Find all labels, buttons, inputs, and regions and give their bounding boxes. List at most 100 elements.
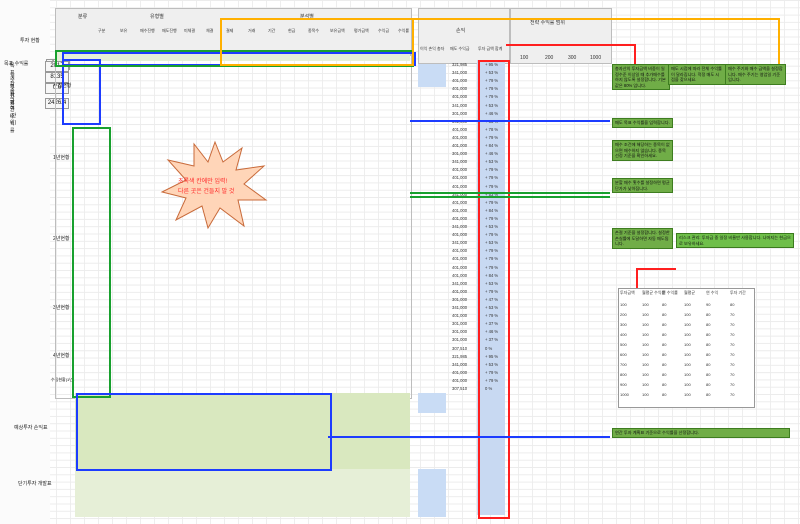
input-area-bottom[interactable] (75, 393, 410, 469)
small-table-cell: 100 (684, 312, 691, 317)
row-value: 401,000 (452, 248, 468, 254)
row-percent: + 79 % (485, 199, 499, 205)
small-table-cell: 600 (620, 352, 627, 357)
middle-sub-c: 투자 금액 합계 (478, 46, 503, 51)
metric-label: 투자 금액(만원) (10, 85, 17, 126)
small-table-cell: 100 (642, 342, 649, 347)
row-value: 401,000 (452, 199, 468, 205)
blue-line-bottom (328, 436, 610, 438)
group-header-2: 유형별 (150, 14, 164, 20)
middle-header (418, 8, 510, 64)
metric-label: 평균 수익률 (10, 100, 15, 134)
section-label-d: 3년현황 (53, 305, 70, 311)
row-value: 401,000 (452, 232, 468, 238)
row-percent: + 53 % (485, 224, 499, 229)
input-area-top[interactable] (55, 52, 410, 61)
small-table-cell: 100 (684, 322, 691, 327)
small-table-cell: 100 (684, 382, 691, 387)
metric-value-4: 2426.4 (45, 98, 69, 109)
small-table-cell: 70 (730, 362, 735, 367)
small-table-cell: 80 (662, 302, 667, 307)
red-line-drop (634, 44, 636, 68)
right-col-header: 1000 (590, 55, 602, 61)
row-value: 301,000 (452, 329, 468, 335)
small-table-cell: 100 (684, 342, 691, 347)
row-percent: + 37 % (485, 337, 499, 343)
middle-sub-b: 매도 수익금 (450, 46, 470, 51)
metric-value-3[interactable]: 0.0 (45, 83, 69, 94)
col-header: 평가금액 (354, 28, 369, 33)
row-value: 401,000 (452, 207, 468, 213)
middle-header-title: 손익 (456, 28, 466, 34)
small-table-cell: 80 (662, 332, 667, 337)
section-label-f: 수집현황(1년) (51, 377, 75, 382)
right-col-header: 300 (568, 55, 577, 61)
row-percent: + 79 % (485, 78, 499, 84)
small-table-header: 투자 기간 (730, 290, 746, 295)
red-line-lower-h (636, 268, 676, 270)
right-col-header: 200 (545, 55, 554, 61)
small-table-cell: 200 (620, 312, 627, 317)
note-1: 총자산의 투자금액 비중이 일정수준 이상일 때 추가매수를 하지 않도록 설정… (612, 64, 670, 90)
col-header: 수익금 (378, 28, 390, 33)
row-percent: + 79 % (485, 256, 499, 262)
row-percent: + 53 % (485, 159, 499, 165)
small-table-cell: 70 (730, 322, 735, 327)
orange-line (410, 18, 780, 20)
col-header: 매도진행 (162, 28, 177, 33)
small-table-cell: 400 (620, 332, 627, 337)
small-table-cell: 900 (620, 382, 627, 387)
row-value: 401,000 (452, 264, 468, 270)
small-table-cell: 80 (662, 362, 667, 367)
row-value: 341,000 (452, 224, 468, 229)
row-value: 401,000 (452, 78, 468, 84)
note-4: 매도 목표 수익률을 입력합니다. (612, 118, 673, 128)
col-header: 수익률 (398, 28, 410, 33)
row-value: 341,000 (452, 102, 468, 108)
row-value: 401,000 (452, 126, 468, 132)
row-percent: + 79 % (485, 248, 499, 254)
row-value: 401,000 (452, 167, 468, 173)
left-panel-title: 투자 현황 (20, 38, 40, 44)
input-area-dev[interactable] (75, 469, 410, 517)
row-percent: + 53 % (485, 361, 499, 367)
note-6: 분할 매수 횟수를 설정하면 평균 단가가 낮아집니다. (612, 178, 673, 193)
row-percent: + 84 % (485, 272, 499, 278)
small-table (618, 288, 755, 408)
row-percent: + 53 % (485, 280, 499, 286)
green-line (410, 192, 610, 194)
row-percent: + 79 % (485, 232, 499, 238)
small-table-cell: 80 (730, 302, 735, 307)
small-table-cell: 70 (730, 372, 735, 377)
row-value: 401,000 (452, 215, 468, 221)
col-header: 구분 (98, 28, 106, 33)
small-table-cell: 100 (684, 372, 691, 377)
small-table-cell: 80 (662, 352, 667, 357)
col-header: 거래 (248, 28, 256, 33)
row-percent: + 46 % (485, 329, 499, 335)
col-header: 현금 (288, 28, 296, 33)
note-5: 매수 조건에 해당하는 종목이 없으면 매수하지 않습니다. 종목 선정 기준을… (612, 140, 673, 161)
metric-label: 계좌 순자산 (10, 74, 15, 108)
group-header-1: 분류 (78, 14, 88, 20)
row-percent: + 79 % (485, 313, 499, 319)
col-header: 결제 (226, 28, 234, 33)
small-table-cell: 100 (684, 392, 691, 397)
col-header: 미체결 (184, 28, 196, 33)
left-panel (0, 0, 50, 524)
orange-line-drop (778, 18, 780, 64)
small-table-cell: 80 (662, 372, 667, 377)
row-value: 301,000 (452, 151, 468, 157)
small-table-cell: 80 (662, 342, 667, 347)
metric-value-2[interactable]: 8135 (45, 72, 69, 83)
column-headers: 구분 보유 매수진행 매도진행 미체결 체결 결제 거래 기간 현금 종목수 보… (98, 28, 410, 36)
row-percent: + 79 % (485, 215, 499, 221)
metrics-block: 목표 수익률 2017 (2, 59, 70, 70)
small-table-cell: 80 (706, 312, 711, 317)
small-table-cell: 300 (620, 322, 627, 327)
metric-label: 목표 수익률 (4, 61, 29, 67)
row-percent: + 78 % (485, 126, 499, 132)
row-percent: 0 % (485, 345, 493, 351)
small-table-cell: 800 (620, 372, 627, 377)
row-value: 301,000 (452, 321, 468, 327)
